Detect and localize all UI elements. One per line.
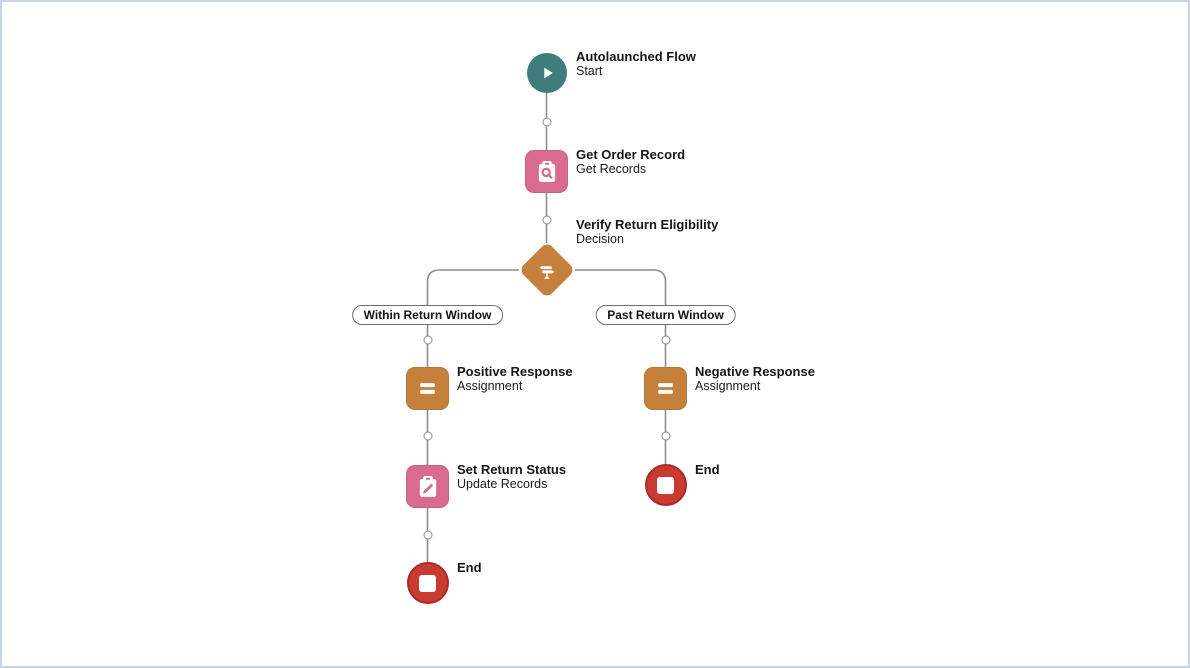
clipboard-search-icon bbox=[533, 158, 561, 186]
assignment-negative-label: Negative Response Assignment bbox=[695, 364, 815, 394]
node-title: Autolaunched Flow bbox=[576, 49, 696, 64]
end-node-right-label: End bbox=[695, 462, 720, 477]
end-node-left[interactable] bbox=[406, 562, 449, 604]
connector-node[interactable] bbox=[423, 335, 432, 345]
equals-icon bbox=[414, 375, 441, 402]
node-subtitle: Decision bbox=[576, 232, 624, 246]
node-subtitle: Get Records bbox=[576, 162, 647, 176]
end-node-right[interactable] bbox=[644, 464, 687, 506]
node-title: End bbox=[457, 560, 482, 575]
start-node[interactable] bbox=[526, 53, 567, 93]
connector-node[interactable] bbox=[423, 431, 432, 440]
stop-square-icon bbox=[657, 476, 674, 494]
end-node-left-label: End bbox=[457, 560, 482, 575]
assignment-negative-node[interactable] bbox=[644, 367, 687, 410]
node-title: Verify Return Eligibility bbox=[576, 217, 719, 232]
connector-node[interactable] bbox=[542, 117, 551, 127]
get-records-node[interactable] bbox=[525, 150, 568, 193]
assignment-positive-node[interactable] bbox=[406, 367, 449, 410]
node-title: Positive Response bbox=[457, 364, 573, 379]
decision-node[interactable] bbox=[518, 241, 576, 299]
connector-node[interactable] bbox=[661, 335, 670, 345]
get-records-node-label: Get Order Record Get Records bbox=[576, 147, 685, 177]
update-records-node[interactable] bbox=[406, 465, 449, 508]
play-icon bbox=[536, 62, 558, 84]
node-title: Get Order Record bbox=[576, 147, 686, 162]
node-title: Set Return Status bbox=[457, 462, 567, 477]
node-subtitle: Start bbox=[576, 64, 603, 78]
node-title: Negative Response bbox=[695, 364, 815, 379]
branch-label-past-return-window: Past Return Window bbox=[595, 305, 736, 325]
connector-node[interactable] bbox=[542, 215, 551, 225]
start-node-label: Autolaunched Flow Start bbox=[576, 49, 696, 79]
node-subtitle: Assignment bbox=[695, 379, 761, 393]
node-title: End bbox=[695, 462, 720, 477]
signpost-icon bbox=[531, 254, 564, 287]
decision-node-label: Verify Return Eligibility Decision bbox=[576, 217, 718, 247]
equals-icon bbox=[652, 375, 679, 402]
branch-label-within-return-window: Within Return Window bbox=[351, 305, 504, 325]
clipboard-edit-icon bbox=[414, 473, 442, 501]
stop-square-icon bbox=[419, 574, 436, 592]
connector-node[interactable] bbox=[661, 431, 670, 440]
node-subtitle: Update Records bbox=[457, 477, 548, 491]
update-records-label: Set Return Status Update Records bbox=[457, 462, 566, 492]
node-subtitle: Assignment bbox=[457, 379, 523, 393]
assignment-positive-label: Positive Response Assignment bbox=[457, 364, 573, 394]
connector-node[interactable] bbox=[423, 530, 432, 540]
